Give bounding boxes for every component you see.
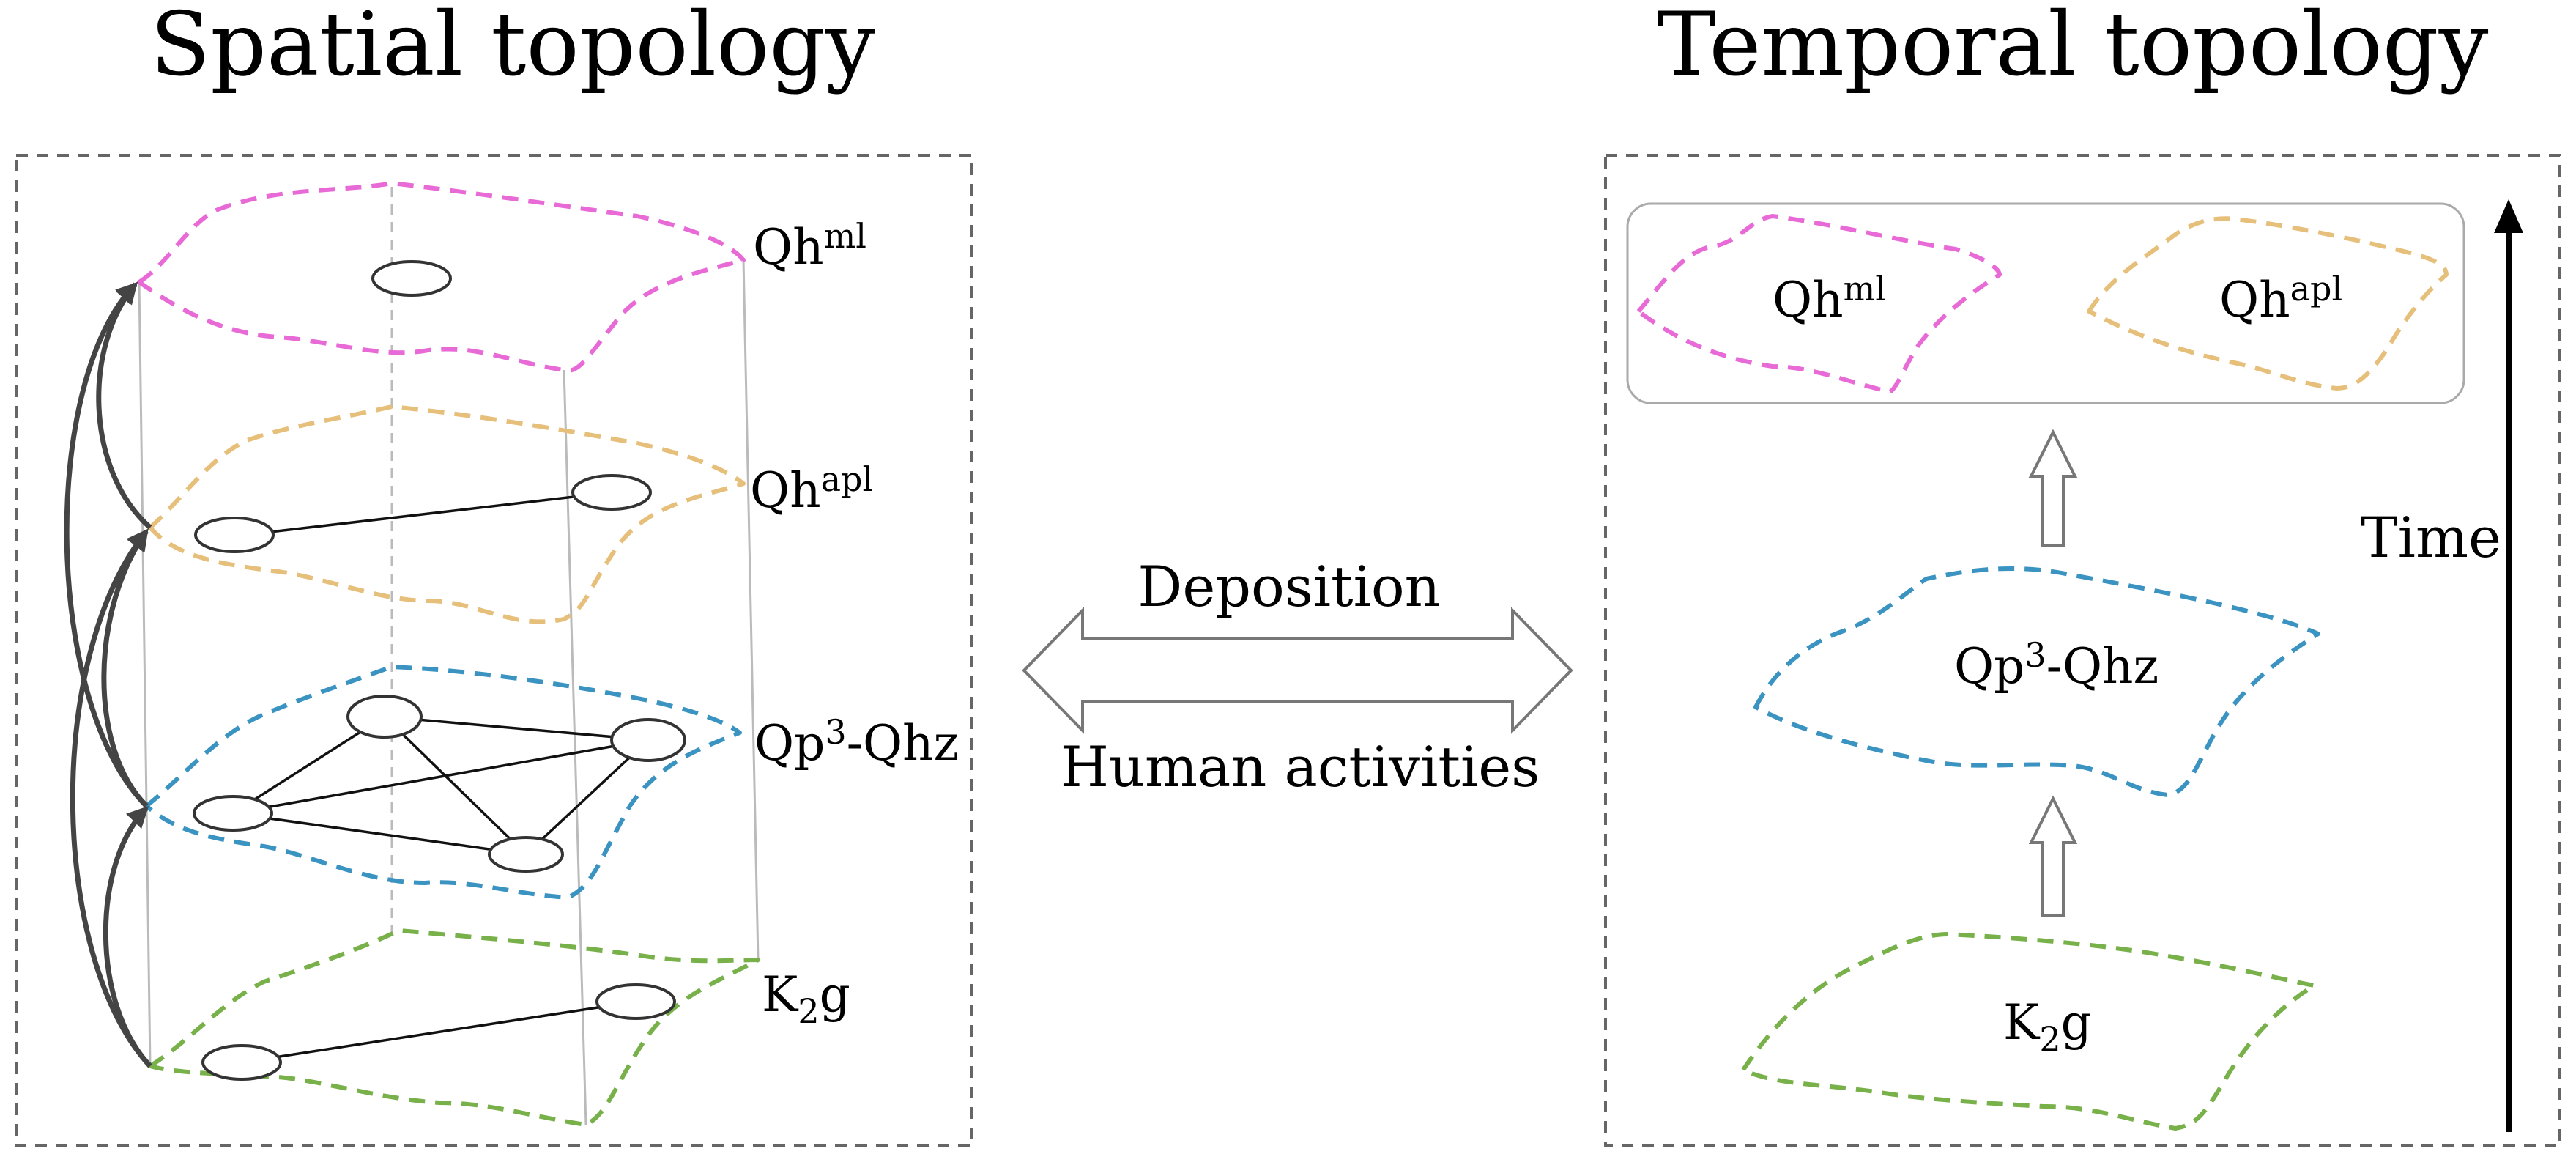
- label-qh-apl-base: Qh: [750, 462, 821, 519]
- t-qh-apl-sup: apl: [2290, 269, 2343, 308]
- network-nodes: [193, 260, 686, 1081]
- node: [346, 695, 423, 739]
- layer-k2g: [148, 928, 760, 1127]
- pillar-right: [742, 259, 760, 961]
- node: [610, 718, 686, 762]
- temporal-label-qh-ml: Qhml: [1773, 269, 1886, 328]
- node: [571, 474, 652, 511]
- edge-k2g: [241, 1000, 636, 1064]
- label-qh-apl: Qhapl: [750, 459, 873, 519]
- temporal-panel-border: [1604, 154, 2561, 1147]
- label-k2g-sub: 2: [798, 991, 819, 1031]
- label-k2g-base: K: [762, 966, 799, 1023]
- label-qp3-sup: 3: [825, 712, 846, 752]
- top-group-box: [1626, 202, 2465, 404]
- temporal-label-qh-apl: Qhapl: [2219, 269, 2342, 328]
- t-qh-apl-base: Qh: [2219, 272, 2290, 328]
- network-edges: [232, 491, 650, 1064]
- arrow-k2g-to-apl: [70, 528, 152, 1068]
- t-qp3-suffix: -Qhz: [2046, 638, 2159, 695]
- node: [193, 795, 273, 832]
- time-axis-label: Time: [2361, 505, 2501, 570]
- temporal-layer-k2g: [1741, 932, 2317, 1131]
- temporal-layer-qp3-qhz: [1753, 566, 2320, 797]
- center-double-arrow: Deposition Human activities: [1022, 554, 1573, 799]
- t-k2g-suffix: g: [2061, 994, 2092, 1051]
- layer-qh-ml: [137, 181, 746, 373]
- arrow-qp-to-ml: [64, 281, 149, 808]
- pillar-front: [563, 369, 587, 1125]
- t-qp3-sup: 3: [2024, 635, 2046, 675]
- interlayer-arrows: [64, 281, 152, 1068]
- spatial-topology-title: Spatial topology: [150, 0, 875, 96]
- t-qp3-base: Qp: [1954, 638, 2024, 695]
- t-qh-ml-sup: ml: [1844, 269, 1886, 308]
- layer-qp3-qhz: [144, 665, 742, 900]
- edge-apl: [245, 491, 612, 536]
- label-k2g: K2g: [762, 966, 850, 1031]
- node: [595, 983, 676, 1020]
- t-k2g-sub: 2: [2039, 1019, 2060, 1059]
- edge-qp-1: [384, 715, 649, 741]
- spatial-topology-panel: Qhml Qhapl Qp3-Qhz K2g: [15, 154, 973, 1147]
- label-qp3-qhz: Qp3-Qhz: [754, 712, 959, 772]
- edge-qp-4: [232, 739, 649, 815]
- label-qh-ml: Qhml: [753, 216, 866, 275]
- temporal-layer-qh-apl: [2087, 216, 2449, 391]
- temporal-label-qp3-qhz: Qp3-Qhz: [1954, 635, 2159, 695]
- temporal-label-k2g: K2g: [2003, 994, 2092, 1059]
- node: [371, 260, 452, 297]
- arrow-qp-to-apl: [101, 528, 149, 808]
- node: [194, 517, 275, 553]
- edge-qp-3: [383, 715, 527, 856]
- label-qp3-base: Qp: [754, 715, 825, 772]
- temporal-topology-panel: Qhml Qhapl Qp3-Qhz K2g Time: [1604, 154, 2561, 1147]
- node: [488, 836, 564, 873]
- label-qh-ml-sup: ml: [824, 216, 866, 256]
- time-axis-arrowhead-icon: [2494, 199, 2523, 233]
- human-activities-label: Human activities: [1061, 734, 1540, 799]
- label-qp3-suffix: -Qhz: [847, 715, 959, 772]
- t-qh-ml-base: Qh: [1773, 272, 1844, 328]
- arrow-apl-to-ml: [96, 281, 152, 530]
- temporal-layer-qh-ml: [1636, 214, 2002, 394]
- layer-qh-apl: [148, 404, 746, 624]
- spatial-panel-border: [15, 154, 973, 1147]
- deposition-label: Deposition: [1137, 554, 1440, 619]
- arrow-k2g-to-qp: [103, 805, 152, 1068]
- double-arrow-icon: [1022, 607, 1573, 734]
- edge-qp-6: [524, 739, 650, 856]
- edge-qp-5: [232, 812, 527, 856]
- temporal-topology-title: Temporal topology: [1658, 0, 2489, 96]
- node: [201, 1044, 282, 1081]
- label-qh-apl-sup: apl: [821, 459, 874, 499]
- pillar-left: [138, 281, 152, 1067]
- label-k2g-suffix: g: [820, 966, 850, 1023]
- t-k2g-base: K: [2003, 994, 2041, 1051]
- up-arrow-icon: [2028, 429, 2078, 547]
- label-qh-ml-base: Qh: [753, 219, 824, 275]
- up-arrow-icon: [2028, 795, 2078, 917]
